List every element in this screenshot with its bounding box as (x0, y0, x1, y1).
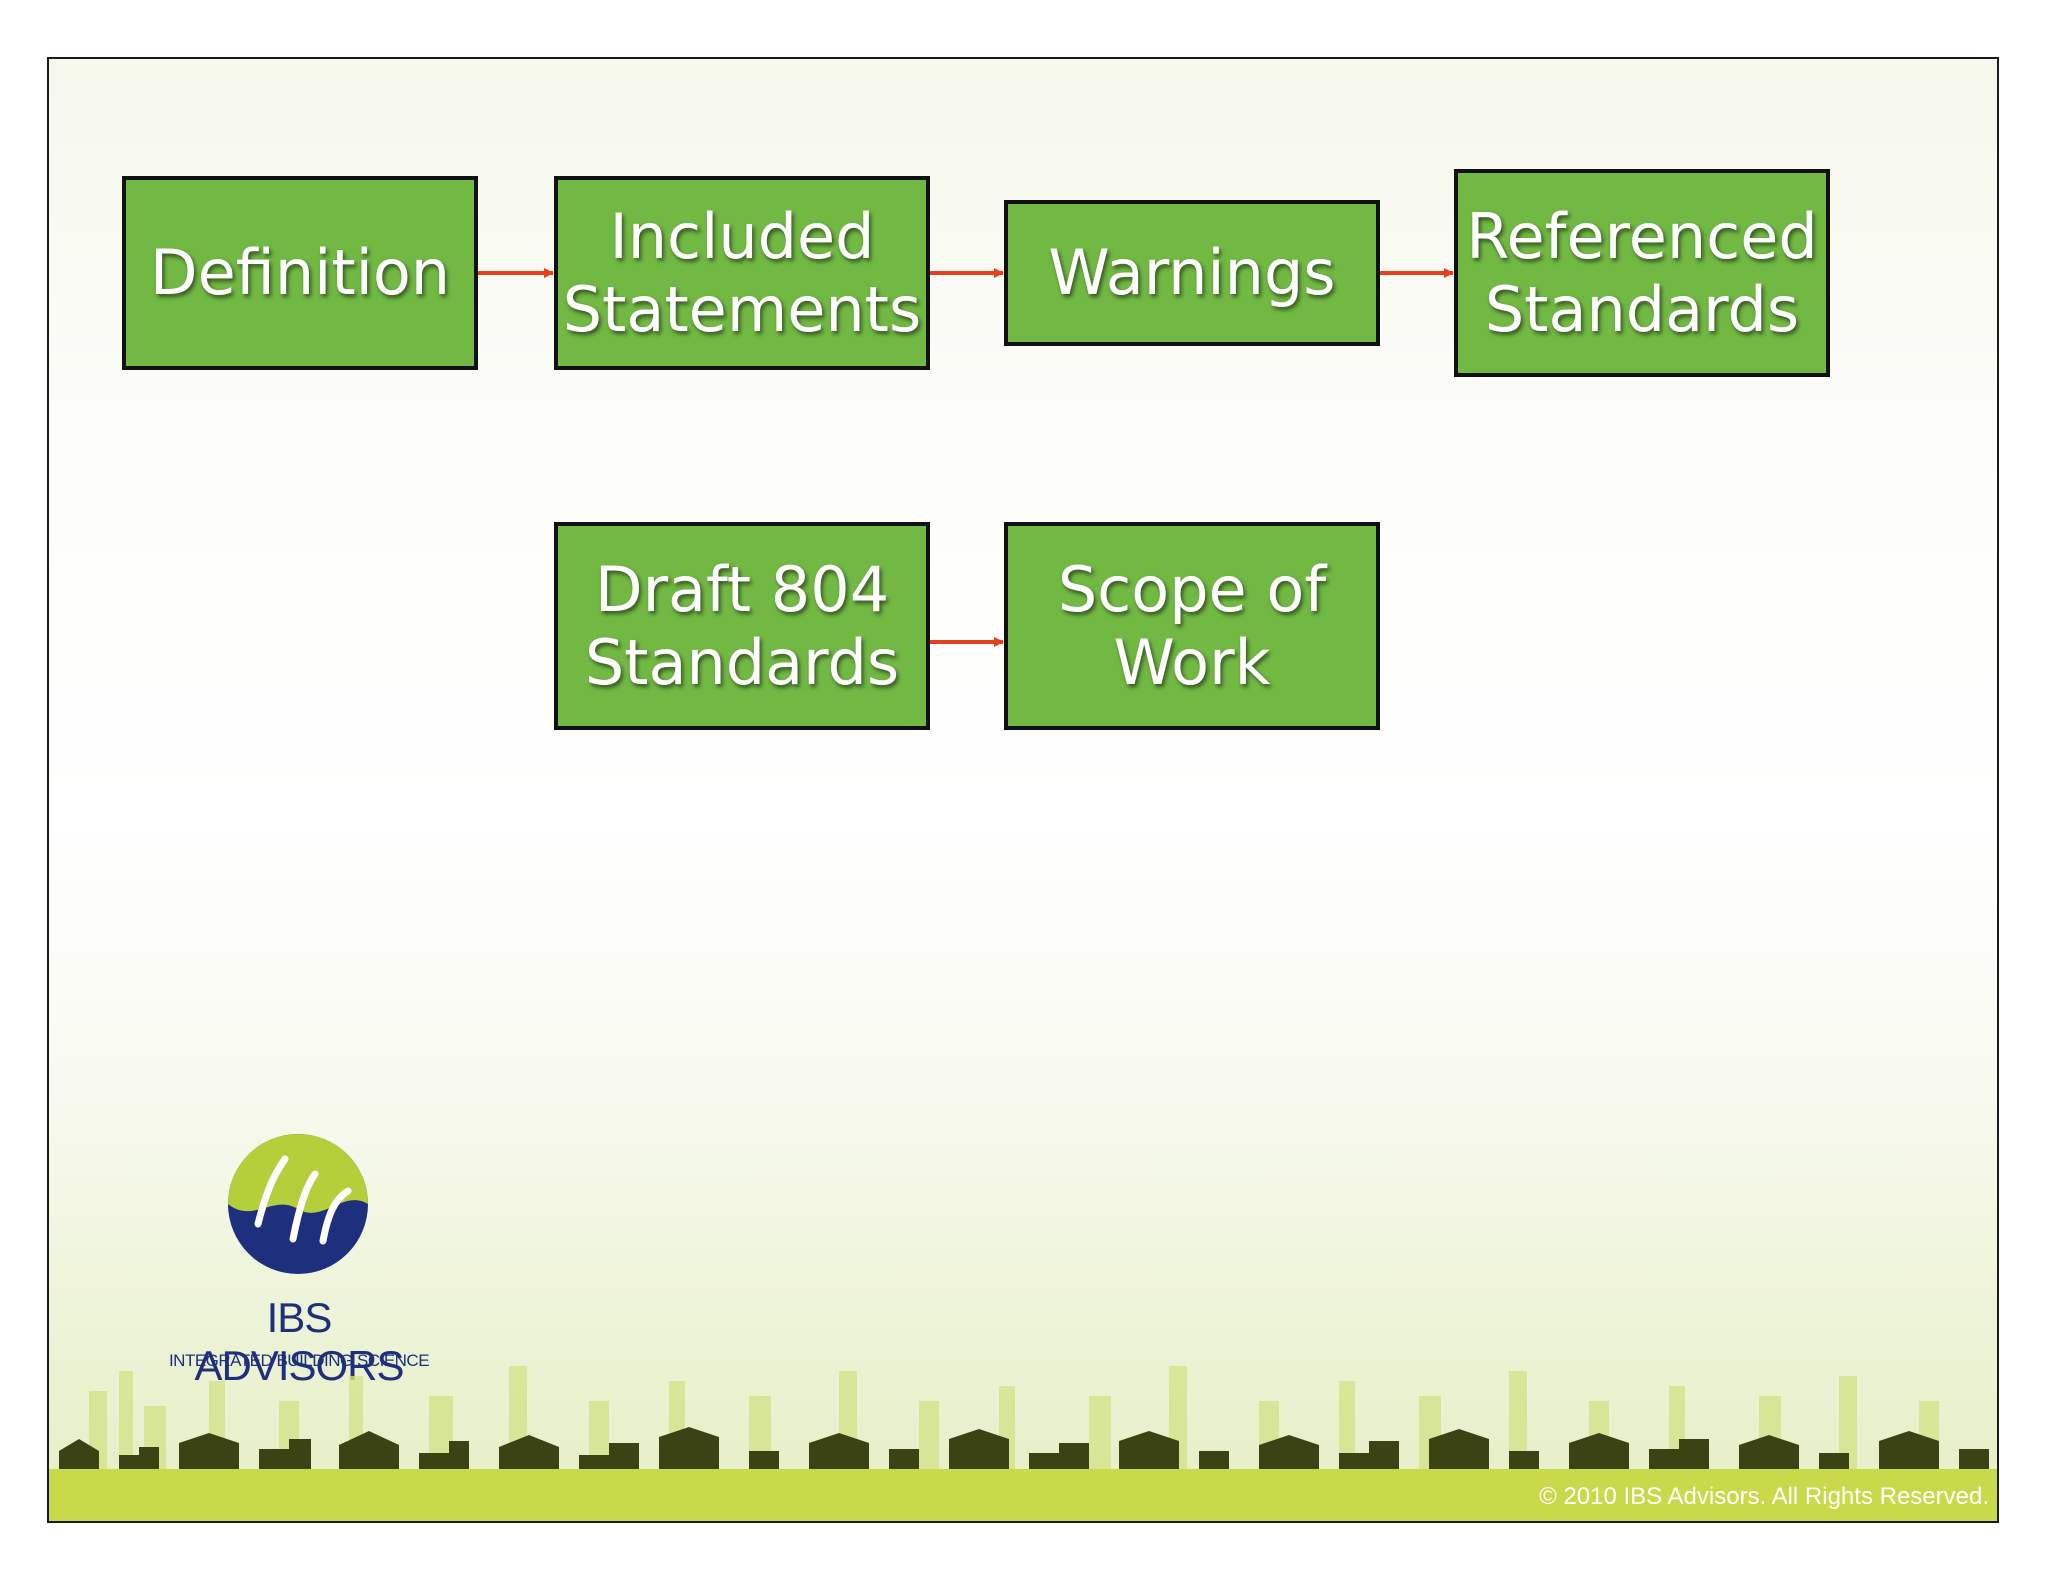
box-included-statements: Included Statements (554, 176, 930, 370)
box-warnings-label: Warnings (1048, 236, 1336, 310)
box-definition-label: Definition (149, 236, 451, 310)
box-included-statements-label: Included Statements (562, 199, 922, 346)
box-definition: Definition (122, 176, 478, 370)
box-warnings: Warnings (1004, 200, 1380, 346)
box-referenced-standards-label: Referenced Standards (1466, 199, 1818, 346)
box-draft-804-standards-label: Draft 804 Standards (584, 552, 900, 699)
box-scope-of-work: Scope of Work (1004, 522, 1380, 730)
flow-arrows (474, 268, 1454, 647)
box-scope-of-work-label: Scope of Work (1057, 552, 1327, 699)
box-referenced-standards: Referenced Standards (1454, 169, 1830, 377)
ibs-globe-icon (228, 1134, 368, 1274)
logo-tagline: INTEGRATED BUILDING SCIENCE (168, 1351, 430, 1370)
ibs-logo: IBS ADVISORS INTEGRATED BUILDING SCIENCE (159, 1129, 439, 1429)
copyright-text: © 2010 IBS Advisors. All Rights Reserved… (1539, 1483, 1989, 1510)
box-draft-804-standards: Draft 804 Standards (554, 522, 930, 730)
logo-name: IBS ADVISORS (194, 1294, 404, 1389)
footer-band: © 2010 IBS Advisors. All Rights Reserved… (49, 1469, 1997, 1521)
slide: Definition Included Statements Warnings … (47, 57, 1999, 1523)
